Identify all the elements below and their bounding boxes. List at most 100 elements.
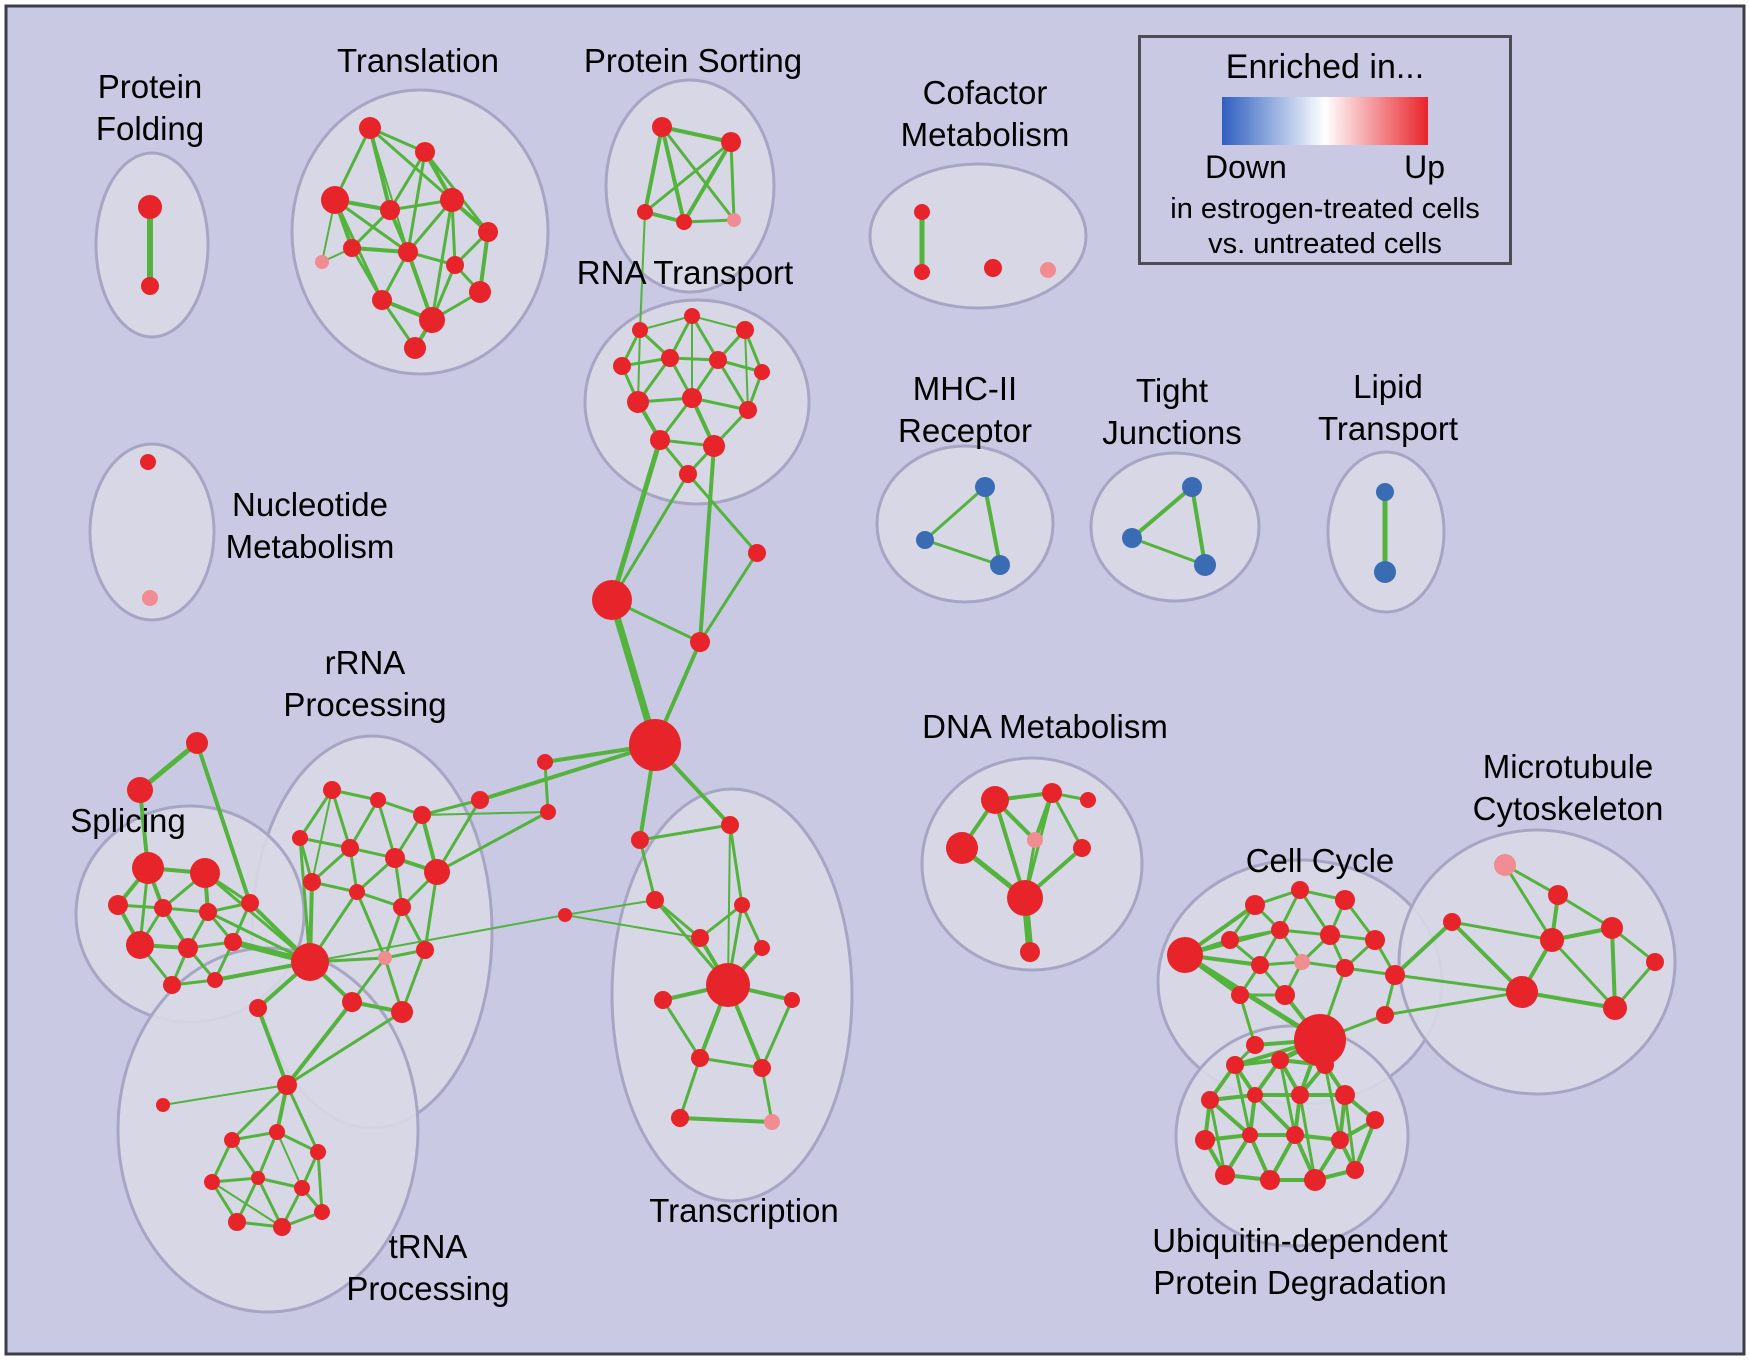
node-m2 [1548, 885, 1568, 905]
node-tr10 [691, 1049, 709, 1067]
node-tr2 [721, 816, 739, 834]
node-rt2 [684, 308, 700, 324]
node-cn2 [537, 754, 553, 770]
edge-r1-r8 [311, 789, 333, 883]
node-tr13 [764, 1114, 780, 1130]
node-pf2 [141, 277, 159, 295]
edge-ch4-cn1 [478, 743, 657, 802]
node-r10 [393, 898, 411, 916]
node-b2 [916, 531, 934, 549]
cluster-label-mhc-ii-receptor-line2: Receptor [898, 412, 1032, 449]
node-tr1 [631, 831, 649, 849]
node-c15 [1294, 1014, 1346, 1066]
edge-m4-m7 [1550, 938, 1617, 1010]
legend-scale: Down Up [1205, 149, 1445, 186]
node-s1 [132, 852, 164, 884]
node-d5 [1027, 832, 1043, 848]
node-ch2 [592, 580, 632, 620]
node-r9 [349, 884, 365, 900]
cluster-label-lipid-transport-line1: Lipid [1353, 368, 1423, 405]
node-c5 [1221, 931, 1239, 949]
edge-c1-c15 [1182, 952, 1323, 1043]
edge-rt13-ch2 [610, 472, 690, 602]
node-tj3 [1194, 554, 1216, 576]
node-d7 [1007, 880, 1043, 916]
node-cm3 [984, 259, 1002, 277]
edge-rt3-rt10 [744, 329, 749, 411]
edge-t1-t8 [369, 127, 409, 253]
edge-r13-r15 [400, 948, 427, 1014]
node-b3 [990, 555, 1010, 575]
edge-d2-d6 [1050, 791, 1084, 850]
edge-ps1-ps4 [660, 125, 686, 224]
cluster-label-protein-folding-line1: Protein [98, 68, 203, 105]
node-nm1 [140, 454, 156, 470]
cluster-label-dna-metabolism-line1: DNA Metabolism [922, 708, 1168, 745]
node-q4 [310, 1144, 326, 1160]
node-d4 [946, 832, 978, 864]
node-s8 [178, 938, 198, 958]
cluster-label-ubiquitin-degradation-line1: Ubiquitin-dependent [1152, 1222, 1447, 1259]
edge-q4-q10 [316, 1150, 324, 1214]
node-q7 [294, 1180, 310, 1196]
cluster-label-cell-cycle-line1: Cell Cycle [1246, 842, 1395, 879]
node-t1 [359, 117, 381, 139]
edge-b1-b3 [983, 485, 1002, 567]
node-r4 [292, 830, 308, 846]
edge-q1-q2 [230, 1083, 289, 1142]
edge-tr2-tr4 [728, 823, 744, 907]
node-tr7 [706, 963, 750, 1007]
node-t5 [440, 188, 464, 212]
node-cm4 [1040, 262, 1056, 278]
edge-t2-t4 [388, 150, 427, 212]
node-s6 [241, 894, 259, 912]
legend-title: Enriched in... [1225, 48, 1425, 86]
node-rt9 [682, 388, 702, 408]
edge-b2-b3 [923, 538, 1002, 567]
edge-r14-q1 [285, 1000, 354, 1087]
node-rt12 [703, 435, 725, 457]
cluster-label-rrna-processing-line2: Processing [283, 686, 446, 723]
node-ch4 [629, 719, 681, 771]
node-q6 [251, 1171, 265, 1185]
edge-rt6-rt10 [716, 358, 750, 412]
edge-ps1-ps2 [660, 125, 733, 144]
edge-q3-q6 [256, 1130, 279, 1180]
node-u15 [1304, 1169, 1326, 1191]
node-q1 [277, 1075, 297, 1095]
node-r1 [323, 781, 341, 799]
node-rt8 [627, 391, 649, 413]
node-tj2 [1122, 528, 1142, 548]
cluster-label-mhc-ii-receptor-line1: MHC-II [913, 370, 1017, 407]
node-t11 [372, 290, 392, 310]
node-rt11 [650, 430, 670, 450]
node-q11 [249, 999, 267, 1017]
node-tr5 [691, 929, 709, 947]
edge-tr10-tr12 [678, 1056, 702, 1120]
node-rt13 [679, 465, 697, 483]
edge-u2-u11 [1278, 1058, 1297, 1137]
edge-q0-q1 [162, 1084, 288, 1106]
node-c12 [1385, 965, 1405, 985]
edge-ps4-ps5 [682, 218, 736, 224]
node-u8 [1366, 1111, 1384, 1129]
node-u6 [1291, 1086, 1309, 1104]
node-u13 [1215, 1165, 1235, 1185]
edge-r9-r12 [355, 890, 387, 960]
node-c9 [1251, 956, 1269, 974]
node-c14 [1275, 985, 1295, 1005]
edge-r2-r6 [376, 798, 397, 860]
node-t4 [380, 200, 400, 220]
node-tr9 [784, 992, 800, 1008]
node-d8 [1020, 942, 1040, 962]
node-c16 [1246, 1036, 1264, 1054]
cluster-label-rna-transport-line1: RNA Transport [577, 254, 793, 291]
node-t8 [398, 242, 418, 262]
node-cn3 [540, 804, 556, 820]
cluster-label-microtubule-cytoskeleton-line2: Cytoskeleton [1473, 790, 1664, 827]
edge-rt11-ch2 [609, 437, 663, 603]
cluster-ellipse-cofactor-metabolism [868, 162, 1088, 310]
edge-q11-q1 [256, 1006, 289, 1087]
node-u11 [1286, 1126, 1304, 1144]
node-tr4 [734, 897, 750, 913]
